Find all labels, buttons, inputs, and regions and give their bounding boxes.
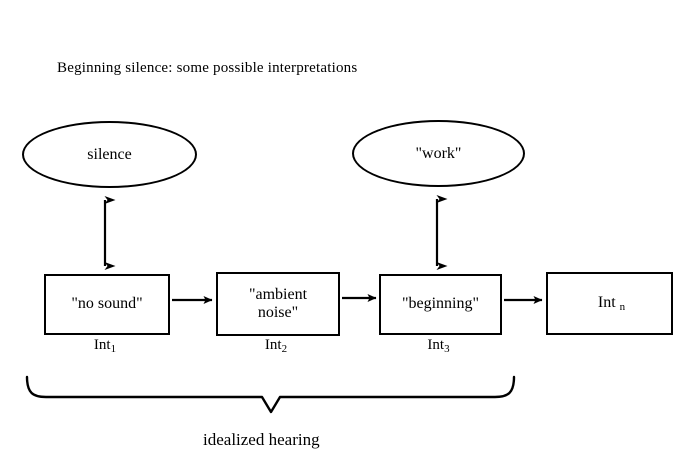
ellipse-work-label: "work" [415, 144, 462, 162]
brace-caption: idealized hearing [203, 430, 320, 449]
box-int2-label-text: Int [264, 337, 282, 353]
box-int3-label: Int3 [379, 337, 498, 355]
box-int3-label-sub: 3 [444, 342, 450, 355]
box-int1-label-sub: 1 [110, 342, 117, 355]
grouping-brace [25, 375, 516, 414]
page-title: Beginning silence: some possible interpr… [57, 60, 358, 76]
box-intn-text-sub: n [619, 300, 626, 313]
box-int2-label-sub: 2 [281, 342, 288, 355]
box-int3-text: "beginning" [401, 295, 480, 313]
ellipse-silence: silence [22, 121, 197, 188]
box-int1-label: Int1 [44, 337, 166, 355]
box-int3-label-text: Int [427, 337, 445, 353]
ellipse-silence-label: silence [87, 145, 132, 163]
ellipse-work: "work" [352, 120, 525, 187]
box-intn-text-base: Int [597, 293, 616, 311]
box-int2-line2: noise" [257, 304, 299, 321]
box-int3: "beginning" [379, 274, 502, 335]
box-int1: "no sound" [44, 274, 170, 335]
box-int1-label-text: Int [93, 337, 111, 353]
box-int2-label: Int2 [216, 337, 336, 355]
box-int1-text: "no sound" [71, 295, 143, 313]
box-int2-line1: "ambient [248, 285, 308, 303]
